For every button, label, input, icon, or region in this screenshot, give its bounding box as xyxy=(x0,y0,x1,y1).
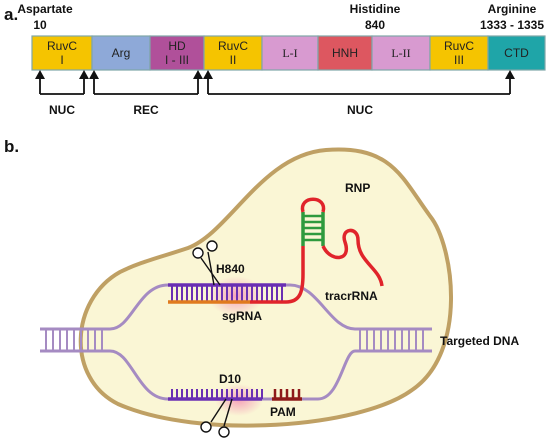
bracket-rec xyxy=(93,76,199,95)
domain-block: CTD xyxy=(487,35,546,71)
bracket-nuc-left xyxy=(39,76,85,95)
arginine-label: Arginine xyxy=(488,2,537,16)
domain-subname: I xyxy=(60,53,63,67)
domain-block: HNH xyxy=(317,35,373,71)
scissors-icon-bottom xyxy=(200,398,233,438)
rna-dna-base-pairs xyxy=(171,285,283,302)
non-target-bases xyxy=(171,389,263,399)
histidine-position: 840 xyxy=(365,18,385,32)
aspartate-position: 10 xyxy=(33,18,47,32)
domain-name: HNH xyxy=(332,46,358,60)
domain-rect xyxy=(91,35,151,71)
h840-label: H840 xyxy=(216,262,245,276)
rna-hairpin-loop xyxy=(300,197,326,213)
domain-rect xyxy=(371,35,431,71)
domain-name: HD xyxy=(168,39,186,53)
panel-a-label: a. xyxy=(4,5,18,24)
aspartate-label: Aspartate xyxy=(17,2,73,16)
domain-subname: I - III xyxy=(165,53,189,67)
domain-rect xyxy=(487,35,546,71)
domain-subname: III xyxy=(454,53,464,67)
domain-name: RuvC xyxy=(218,39,248,53)
bracket-rec-label: REC xyxy=(133,103,159,117)
dna-base-pairs xyxy=(45,329,424,351)
domain-name: RuvC xyxy=(47,39,77,53)
sgrna-scaffold xyxy=(250,246,305,304)
bracket-nuc-left-label: NUC xyxy=(49,103,75,117)
sgrna-label: sgRNA xyxy=(222,309,262,323)
d10-label: D10 xyxy=(219,372,241,386)
domain-block: Arg xyxy=(91,35,151,71)
domain-name: RuvC xyxy=(444,39,474,53)
rnp-label: RNP xyxy=(345,181,370,195)
targeted-dna-label: Targeted DNA xyxy=(440,334,519,348)
scissors-icon-top xyxy=(192,240,221,286)
bracket-arrowheads xyxy=(35,70,515,79)
domain-rect xyxy=(317,35,373,71)
domain-name: Arg xyxy=(112,46,131,60)
domain-rect xyxy=(31,35,93,71)
pam-bases xyxy=(273,389,301,399)
tracrrna-tail xyxy=(321,228,384,287)
tracrrna-label: tracrRNA xyxy=(325,289,378,303)
domain-block: L-II xyxy=(371,35,431,71)
domain-name: L-II xyxy=(391,46,410,60)
rnp-complex xyxy=(78,147,453,428)
arginine-position: 1333 - 1335 xyxy=(480,18,544,32)
domain-name: CTD xyxy=(504,46,529,60)
panel-b-label: b. xyxy=(4,137,19,156)
pam-label: PAM xyxy=(270,405,296,419)
bracket-nuc-right xyxy=(207,76,511,95)
domain-rect xyxy=(261,35,319,71)
bracket-nuc-right-label: NUC xyxy=(347,103,373,117)
domain-block: HDI - III xyxy=(149,35,205,71)
domain-block: L-I xyxy=(261,35,319,71)
domain-rect xyxy=(429,35,489,71)
domain-subname: II xyxy=(230,53,237,67)
domain-rect xyxy=(149,35,205,71)
rna-hairpin-stem xyxy=(301,212,325,246)
domain-name: L-I xyxy=(282,46,297,60)
histidine-label: Histidine xyxy=(350,2,401,16)
